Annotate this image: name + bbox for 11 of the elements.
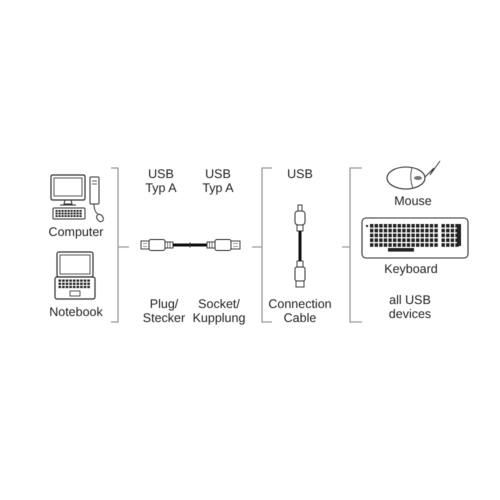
device-label: Notebook [48, 305, 104, 319]
cable-label: Connection Cable [267, 297, 333, 325]
connector-part-label: Plug/ Stecker [142, 297, 186, 325]
device-label: Keyboard [383, 262, 439, 276]
device-label: Mouse [393, 194, 433, 208]
connector-part-label: Socket/ Kupplung [192, 297, 246, 325]
connector-type-label: USB Typ A [201, 167, 235, 195]
cable-type-label: USB [286, 167, 314, 181]
connector-type-label: USB Typ A [144, 167, 178, 195]
device-group-label: all USB devices [388, 293, 432, 321]
device-label: Computer [48, 225, 104, 239]
